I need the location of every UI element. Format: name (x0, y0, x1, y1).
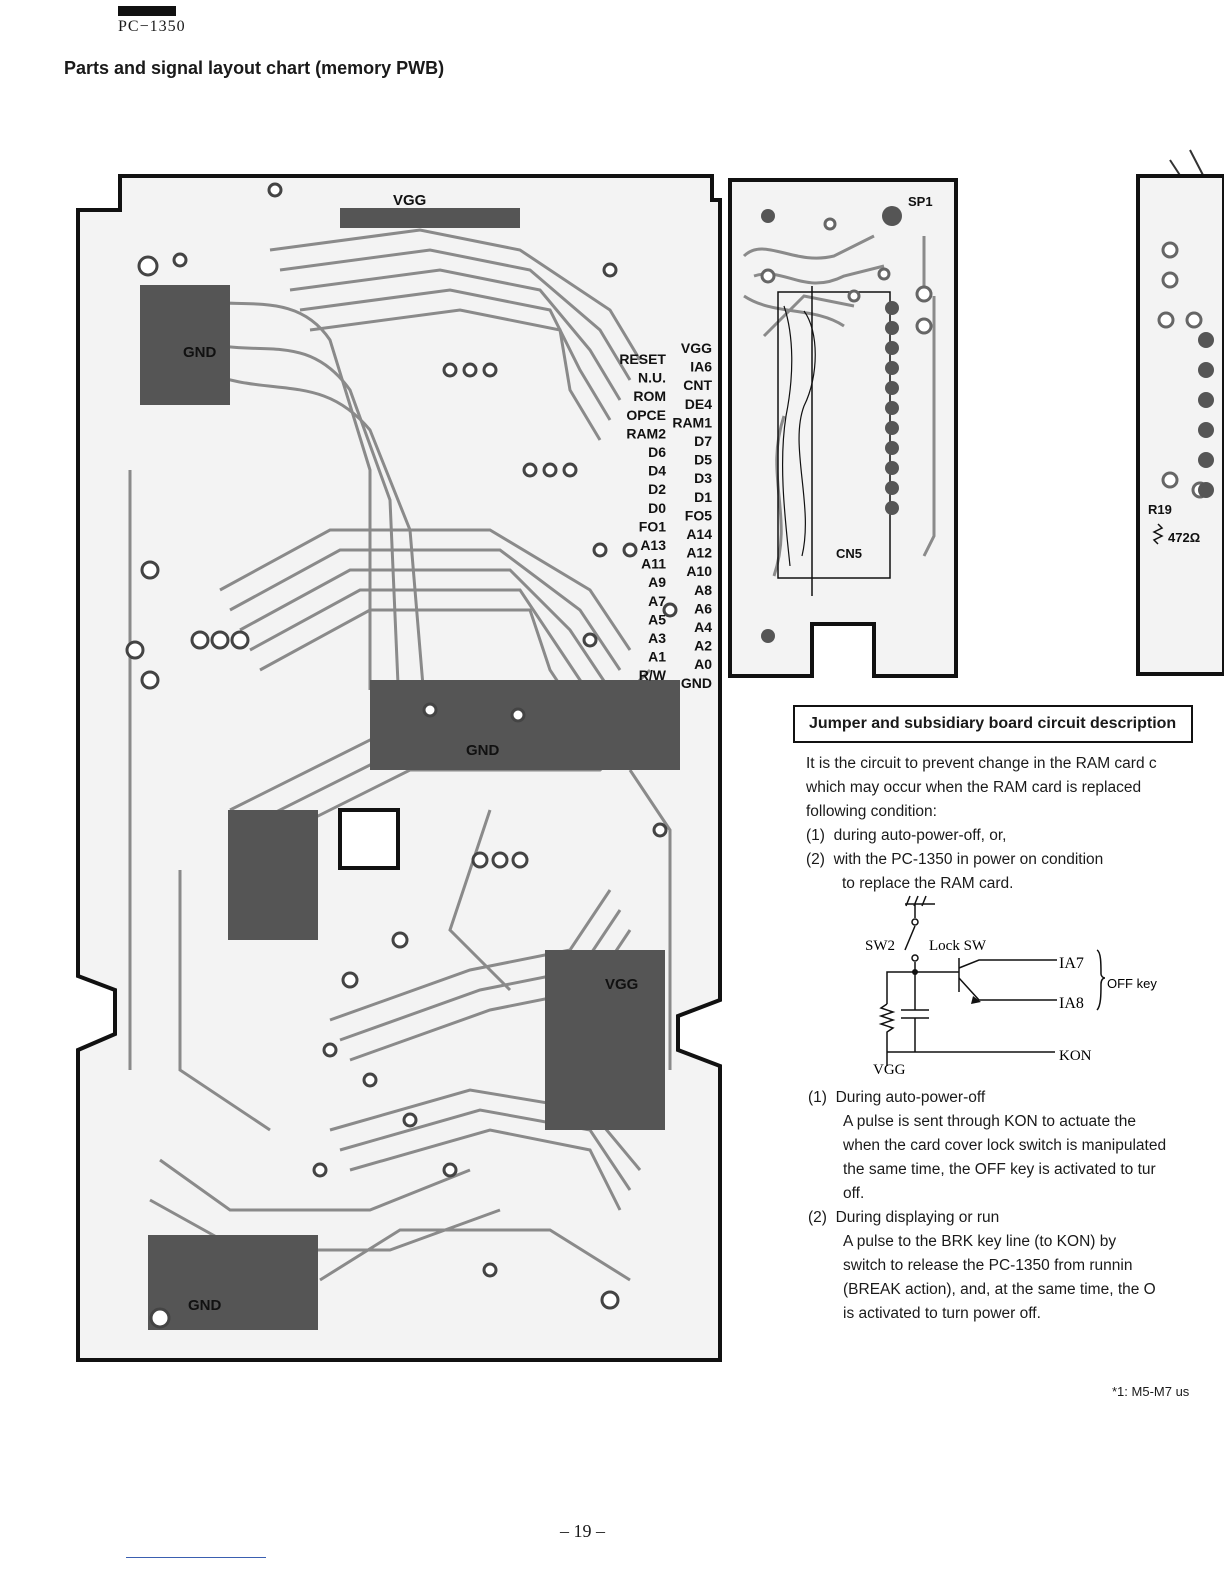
explanation-line: A pulse is sent through KON to actuate t… (843, 1113, 1136, 1130)
bottom-rule (126, 1557, 266, 1558)
left-signal-label-10: A13 (640, 537, 666, 553)
vgg-top-label: VGG (393, 192, 426, 209)
kon-label: KON (1059, 1048, 1092, 1064)
left-signal-label-2: ROM (633, 388, 666, 404)
lock-switch-circuit: SW2 Lock SW IA7 IA8 OFF key VGG KON (865, 895, 1157, 1078)
model-number: PC−1350 (118, 18, 186, 35)
left-signal-label-15: A3 (648, 630, 666, 646)
right-signal-label-3: DE4 (685, 396, 712, 412)
right-signal-label-6: D5 (694, 452, 712, 468)
condition-text: with the PC-1350 in power on condition (833, 851, 1104, 868)
intro-paragraph: It is the circuit to prevent change in t… (806, 752, 1157, 896)
condition-item: (2) with the PC-1350 in power on conditi… (806, 848, 1157, 872)
explanation-number: (2) (808, 1209, 827, 1226)
left-signal-label-5: D6 (648, 444, 666, 460)
right-signal-label-12: A10 (686, 563, 712, 579)
header-bar (118, 6, 176, 16)
vgg-lower-label: VGG (605, 976, 638, 993)
intro-line: which may occur when the RAM card is rep… (806, 779, 1142, 796)
gnd-upper-label: GND (183, 344, 217, 361)
left-signal-label-6: D4 (648, 463, 666, 479)
right-signal-label-17: A0 (694, 656, 712, 672)
left-signal-label-17: R/W (639, 667, 667, 683)
explanation-line: is activated to turn power off. (843, 1305, 1041, 1322)
explanation-heading: During auto-power-off (835, 1089, 986, 1106)
left-signal-label-3: OPCE (626, 407, 666, 423)
intro-line: following condition: (806, 803, 937, 820)
footnote: *1: M5-M7 us (1112, 1384, 1190, 1399)
right-board-diagram: R19 472Ω (1136, 149, 1224, 676)
condition-number: (2) (806, 851, 825, 868)
left-signal-label-9: FO1 (639, 518, 666, 534)
cn5-label: CN5 (836, 546, 862, 561)
left-signal-label-13: A7 (648, 593, 666, 609)
right-signal-label-15: A4 (694, 619, 712, 635)
condition-text: during auto-power-off, or, (833, 827, 1007, 844)
memory-pwb-diagram: VGG GND GND VGG GND RESET N.U. ROM OPCE RAM2… (76, 174, 722, 1362)
right-signal-label-11: A12 (686, 545, 712, 561)
right-signal-label-13: A8 (694, 582, 712, 598)
right-signal-label-0: VGG (681, 340, 712, 356)
right-signal-label-10: A14 (686, 526, 712, 542)
off-key-label: OFF key (1107, 976, 1157, 991)
explanation-item: (1) During auto-power-off A pulse is sen… (808, 1086, 1166, 1206)
left-signal-label-12: A9 (648, 574, 666, 590)
left-signal-label-14: A5 (648, 611, 666, 627)
sp1-label: SP1 (908, 194, 933, 209)
r19-value: 472Ω (1168, 530, 1200, 545)
description-title: Jumper and subsidiary board circuit desc… (793, 705, 1193, 743)
left-signal-label-8: D0 (648, 500, 666, 516)
left-signal-label-4: RAM2 (626, 425, 666, 441)
left-signal-label-1: N.U. (638, 370, 666, 386)
condition-item: (1) during auto-power-off, or, (806, 824, 1157, 848)
left-signal-label-7: D2 (648, 481, 666, 497)
condition-continuation: to replace the RAM card. (842, 875, 1014, 892)
explanation-line: switch to release the PC-1350 from runni… (843, 1257, 1133, 1274)
left-signal-label-0: RESET (619, 351, 666, 367)
explanation-heading: During displaying or run (835, 1209, 1000, 1226)
right-signal-label-2: CNT (683, 377, 712, 393)
right-signal-label-8: D1 (694, 489, 712, 505)
page-number: – 19 – (560, 1521, 605, 1541)
right-signal-label-9: FO5 (685, 507, 712, 523)
condition-number: (1) (806, 827, 825, 844)
right-signal-label-16: A2 (694, 638, 712, 654)
ia8-label: IA8 (1059, 995, 1084, 1012)
explanation-line: A pulse to the BRK key line (to KON) by (843, 1233, 1117, 1250)
gnd-middle-label: GND (466, 742, 500, 759)
ia7-label: IA7 (1059, 955, 1084, 972)
right-signal-label-5: D7 (694, 433, 712, 449)
right-signal-label-7: D3 (694, 470, 712, 486)
lock-sw-label: Lock SW (929, 938, 987, 954)
right-signal-label-14: A6 (694, 600, 712, 616)
explanation-line: off. (843, 1185, 865, 1202)
right-signal-label-4: RAM1 (672, 414, 712, 430)
right-signal-label-1: IA6 (690, 359, 712, 375)
intro-line: It is the circuit to prevent change in t… (806, 755, 1157, 772)
left-signal-labels: RESET N.U. ROM OPCE RAM2D6D4D2D0FO1A13A11A9A… (619, 351, 666, 683)
subsidiary-board-diagram: SP1 CN5 (728, 178, 958, 678)
r19-label: R19 (1148, 502, 1172, 517)
explanation-line: when the card cover lock switch is manip… (843, 1137, 1167, 1154)
page-title: Parts and signal layout chart (memory PW… (64, 58, 445, 78)
explanation-line: the same time, the OFF key is activated … (843, 1161, 1156, 1178)
left-signal-label-16: A1 (648, 649, 666, 665)
sw2-label: SW2 (865, 938, 895, 954)
vgg-circuit-label: VGG (873, 1062, 906, 1078)
gnd-bottom-label: GND (188, 1297, 222, 1314)
explanations: (1) During auto-power-off A pulse is sen… (808, 1086, 1166, 1326)
explanation-line: (BREAK action), and, at the same time, t… (843, 1281, 1156, 1298)
right-signal-label-18: GND (681, 675, 712, 691)
explanation-item: (2) During displaying or run A pulse to … (808, 1206, 1166, 1326)
explanation-number: (1) (808, 1089, 827, 1106)
left-signal-label-11: A11 (641, 556, 666, 572)
